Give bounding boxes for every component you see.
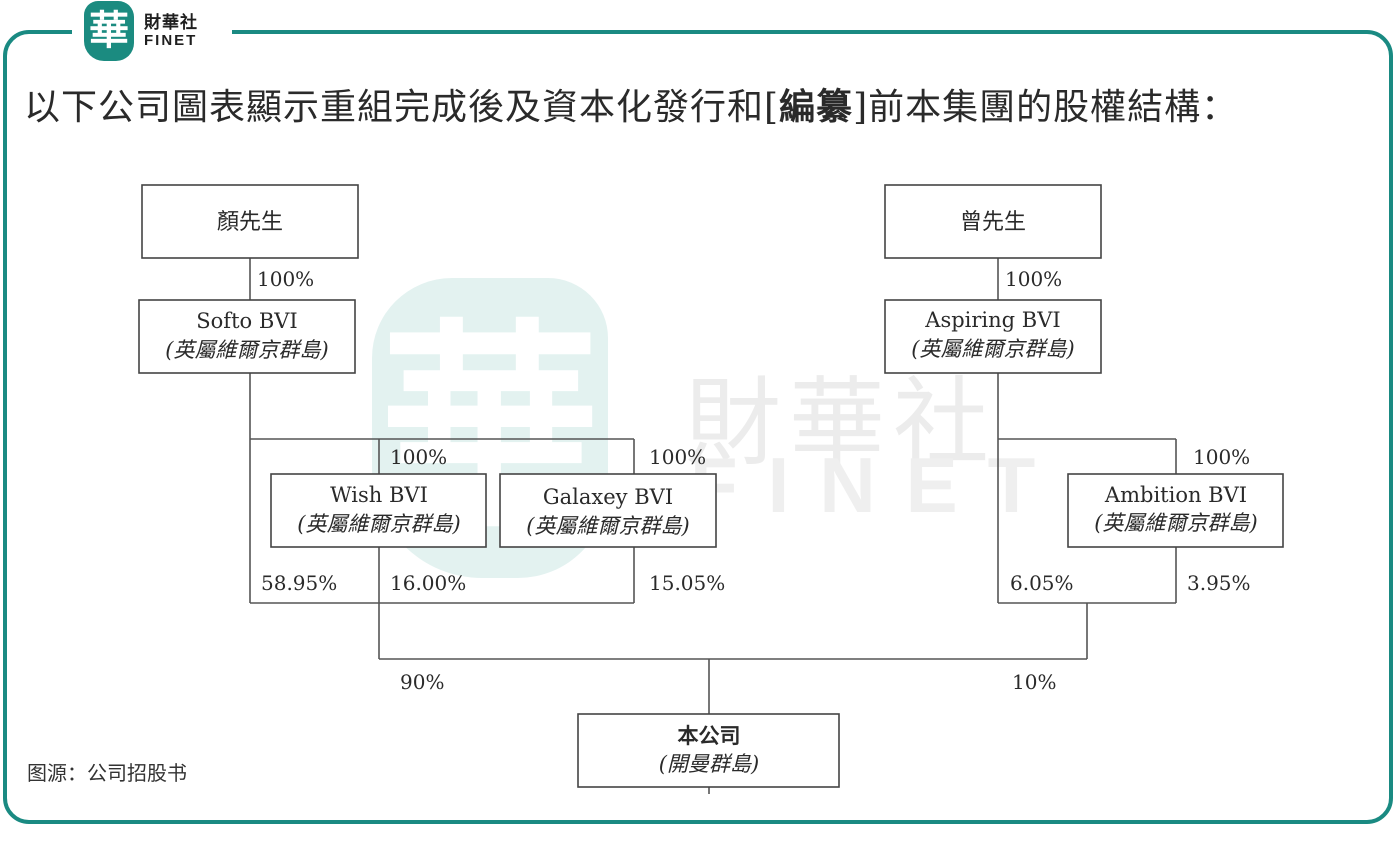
ambition-name: Ambition BVI	[1104, 483, 1247, 507]
pct-yan-softo: 100%	[257, 267, 314, 291]
title-part-1: 以下公司圖表顯示重組完成後及資本化發行和[	[24, 87, 780, 128]
galaxey-jurisdiction: (英屬維爾京群島)	[526, 514, 689, 538]
pct-right-group: 10%	[1012, 670, 1056, 694]
node-galaxey-bvi	[499, 473, 717, 548]
node-aspiring-bvi	[884, 299, 1102, 374]
page-title: 以下公司圖表顯示重組完成後及資本化發行和[編纂]前本集團的股權結構：	[24, 78, 1238, 130]
node-company	[577, 713, 840, 788]
watermark-en: FINET	[690, 441, 1066, 529]
title-part-2: ]前本集團的股權結構：	[853, 87, 1239, 128]
pct-softo-direct: 58.95%	[261, 571, 337, 595]
node-ambition-bvi	[1067, 473, 1284, 548]
pct-ambition-stake: 3.95%	[1187, 571, 1251, 595]
mr-tsang-label: 曾先生	[960, 210, 1026, 235]
logo-name-en: FINET	[144, 31, 198, 49]
node-softo-bvi	[138, 299, 356, 374]
pct-aspiring-ambition: 100%	[1193, 445, 1250, 469]
aspiring-name: Aspiring BVI	[924, 308, 1060, 332]
node-wish-bvi	[270, 473, 487, 548]
watermark-cn: 財華社	[685, 367, 997, 479]
mr-yan-label: 顏先生	[217, 210, 283, 235]
pct-galaxey-stake: 15.05%	[649, 571, 725, 595]
source-caption: 图源：公司招股书	[27, 761, 187, 785]
finet-logo: 華 財華社 FINET	[84, 0, 198, 62]
ambition-jurisdiction: (英屬維爾京群島)	[1094, 511, 1257, 535]
content-frame	[3, 30, 1393, 824]
hua-logo-icon: 華	[84, 1, 134, 61]
logo-text: 財華社 FINET	[144, 12, 198, 49]
wish-name: Wish BVI	[330, 483, 428, 507]
wish-jurisdiction: (英屬維爾京群島)	[297, 512, 460, 536]
galaxey-name: Galaxey BVI	[543, 485, 673, 509]
pct-softo-galaxey: 100%	[649, 445, 706, 469]
softo-jurisdiction: (英屬維爾京群島)	[165, 338, 328, 362]
pct-wish-stake: 16.00%	[390, 571, 466, 595]
pct-softo-wish: 100%	[390, 445, 447, 469]
company-name: 本公司	[678, 724, 741, 748]
aspiring-jurisdiction: (英屬維爾京群島)	[911, 337, 1074, 361]
softo-name: Softo BVI	[196, 309, 297, 333]
logo-name-cn: 財華社	[144, 12, 198, 33]
node-mr-tsang	[884, 184, 1102, 259]
connector-lines	[249, 258, 1177, 794]
title-bold: 編纂	[779, 87, 854, 128]
node-mr-yan	[141, 184, 359, 259]
pct-left-group: 90%	[400, 670, 444, 694]
pct-tsang-aspiring: 100%	[1005, 267, 1062, 291]
company-jurisdiction: (開曼群島)	[659, 752, 759, 776]
pct-aspiring-direct: 6.05%	[1010, 571, 1074, 595]
